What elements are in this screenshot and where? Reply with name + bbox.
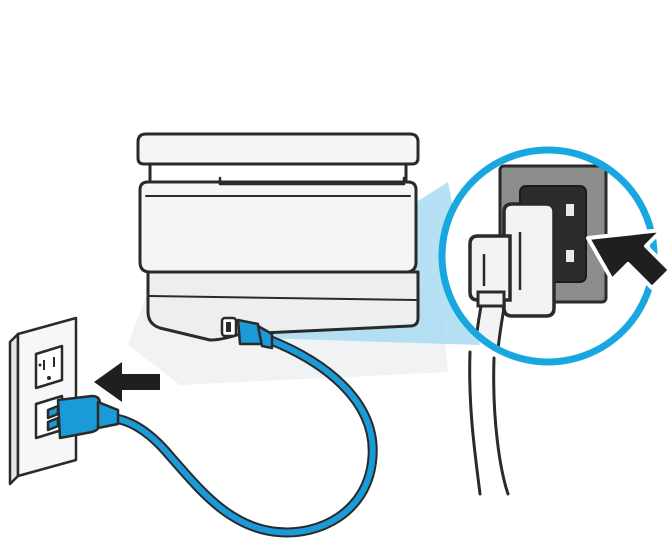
magnified-cord-tail — [470, 352, 480, 494]
left-arrow-icon — [94, 362, 160, 402]
magnified-power-port-icon — [442, 150, 654, 520]
lid-gap — [150, 164, 406, 182]
outlet-socket-top — [36, 346, 62, 388]
scanner-lid — [138, 134, 418, 164]
outlet-plate — [18, 318, 76, 476]
printer-icon — [138, 134, 418, 340]
port-inner — [226, 322, 231, 332]
magnified-cord-tail-2 — [494, 358, 508, 494]
power-plug-icon — [48, 396, 118, 438]
